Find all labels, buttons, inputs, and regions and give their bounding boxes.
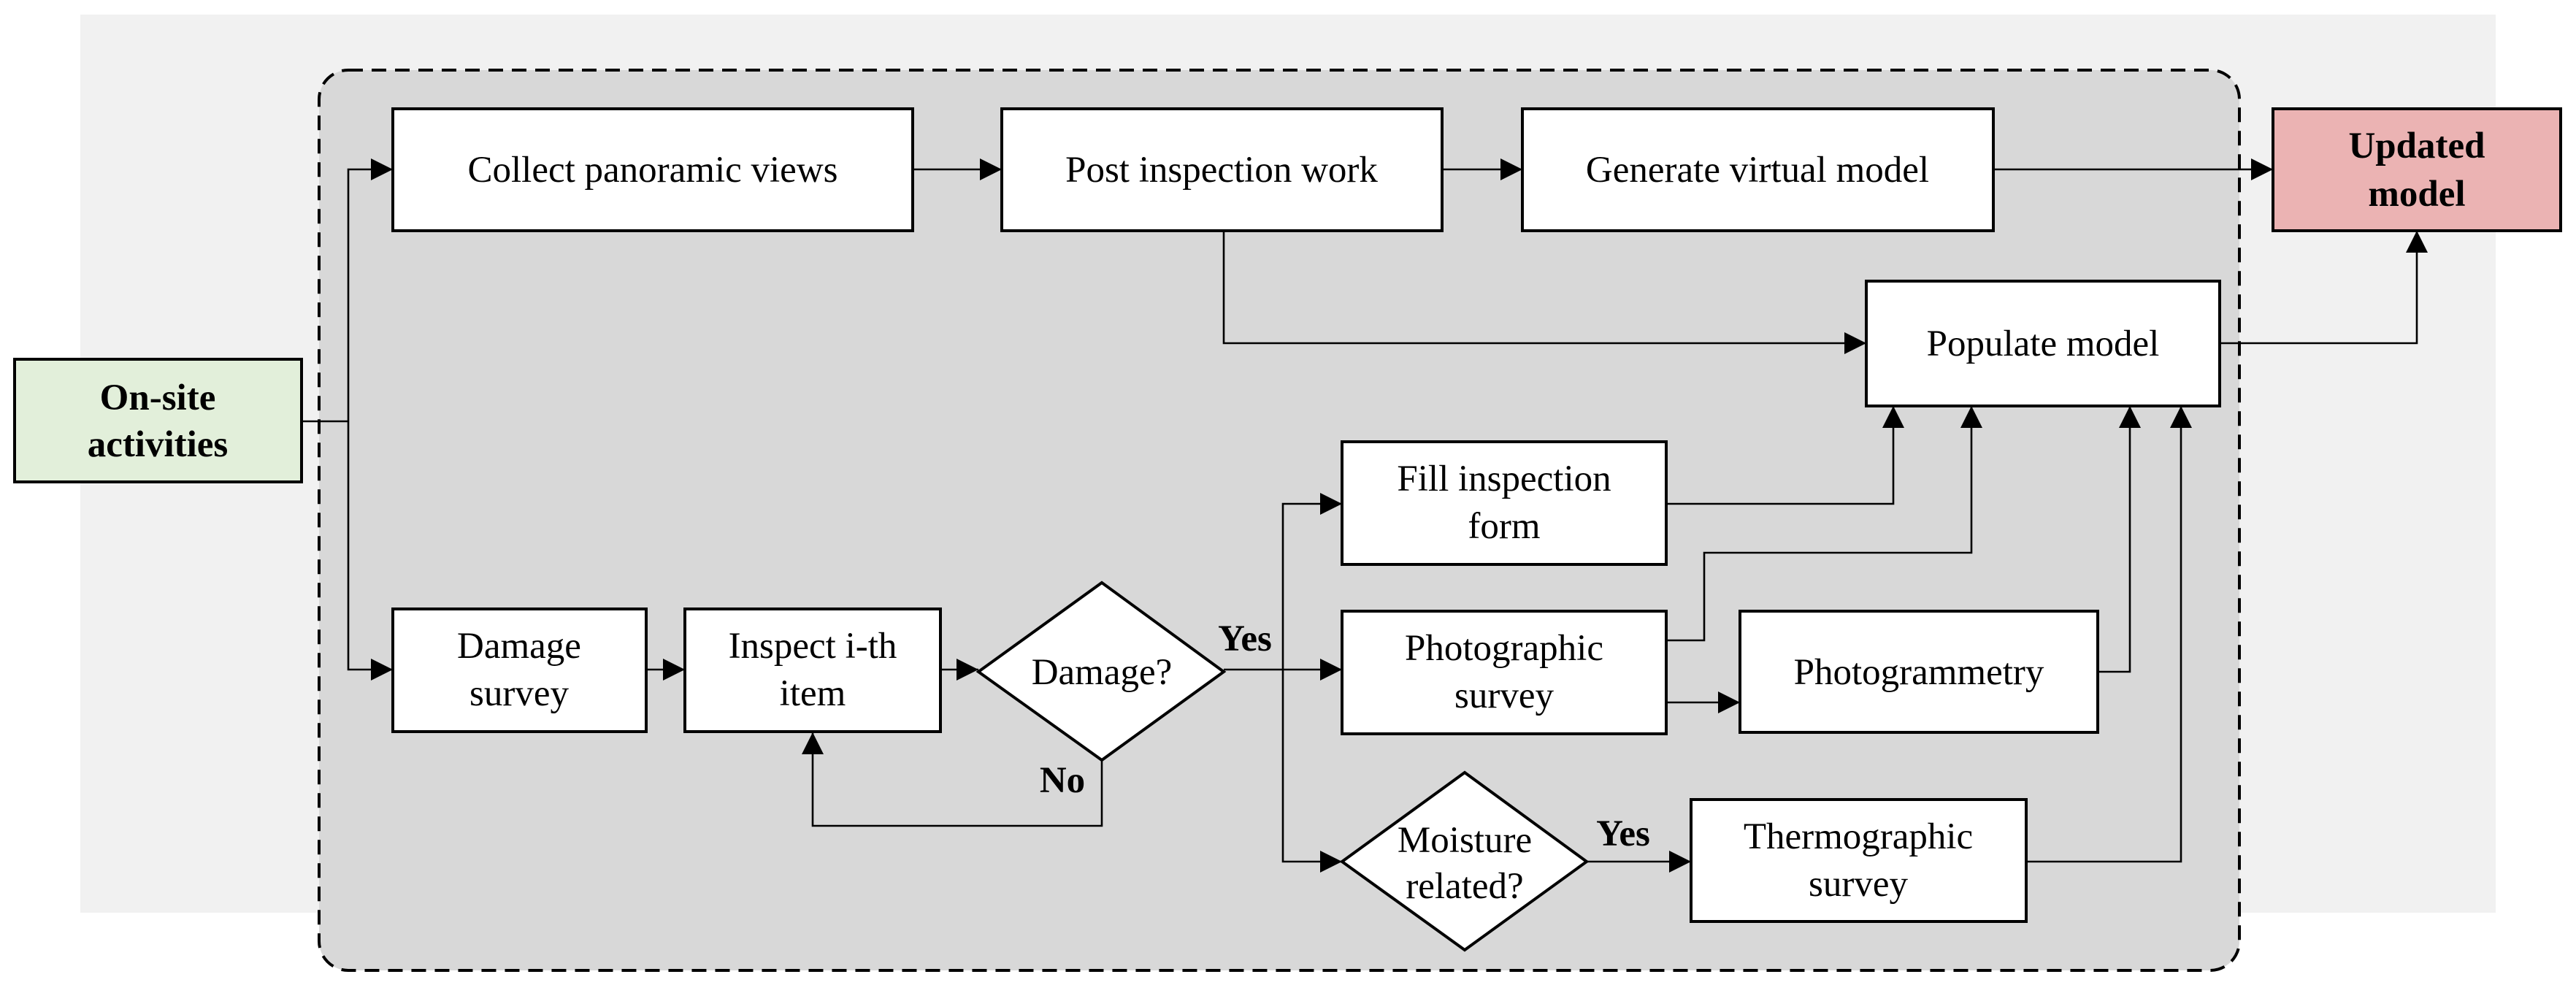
updated-label-line1: Updated — [2348, 126, 2485, 166]
connectors — [302, 158, 2428, 873]
thermo-label-line1: Thermographic — [1744, 816, 1973, 857]
collect-label: Collect panoramic views — [467, 150, 837, 191]
node-populate-model: Populate model — [1865, 280, 2221, 407]
thermo-label-line2: survey — [1809, 864, 1908, 905]
edge-damageq-no-loop — [802, 732, 1103, 827]
inspect-label-line1: Inspect i-th — [729, 626, 897, 667]
fill-label-line2: form — [1468, 506, 1540, 547]
edge-split-collect — [347, 158, 393, 421]
node-damage-decision: Damage? — [975, 580, 1227, 762]
populate-label: Populate model — [1927, 323, 2160, 364]
node-photographic-survey: Photographic survey — [1341, 610, 1668, 735]
moisture-label-line2: related? — [1406, 866, 1523, 907]
damage-survey-label-line2: survey — [469, 673, 569, 714]
updated-label-line2: model — [2368, 174, 2465, 215]
node-inspect-item: Inspect i-th item — [683, 608, 942, 733]
photo-label-line1: Photographic — [1405, 628, 1603, 669]
edge-post-populate — [1222, 231, 1866, 354]
moisture-label-line1: Moisture — [1398, 820, 1532, 861]
edge-split-moisture — [1281, 670, 1342, 873]
edge-label-yes-damage: Yes — [1218, 618, 1272, 659]
edge-photogrammetry-populate — [2098, 406, 2141, 673]
photogrammetry-label: Photogrammetry — [1794, 652, 2044, 693]
process-group — [318, 69, 2241, 972]
damage-survey-label-line1: Damage — [457, 626, 581, 667]
node-collect-panoramic-views: Collect panoramic views — [391, 107, 914, 232]
edge-thermo-populate — [2026, 406, 2192, 863]
edge-split-fill — [1281, 493, 1342, 670]
onsite-label-line1: On-site — [100, 377, 216, 418]
edge-split-damage-survey — [347, 421, 393, 681]
damage-decision-label: Damage? — [1032, 652, 1173, 693]
node-fill-inspection-form: Fill inspection form — [1341, 440, 1668, 566]
node-photogrammetry: Photogrammetry — [1739, 610, 2099, 734]
photo-label-line2: survey — [1454, 675, 1554, 716]
post-label: Post inspection work — [1065, 150, 1378, 191]
edge-photo-populate — [1666, 406, 1982, 642]
node-moisture-decision: Moisture related? — [1339, 770, 1590, 952]
generate-label: Generate virtual model — [1586, 150, 1929, 191]
node-updated-model: Updated model — [2272, 107, 2562, 232]
node-thermographic-survey: Thermographic survey — [1690, 798, 2028, 923]
node-onsite-activities: On-site activities — [13, 358, 303, 483]
inspect-label-line2: item — [780, 673, 846, 714]
node-generate-virtual-model: Generate virtual model — [1521, 107, 1995, 232]
edge-populate-updated — [2220, 231, 2428, 345]
edge-label-yes-moisture: Yes — [1596, 813, 1650, 854]
edge-fill-populate — [1666, 406, 1904, 505]
edge-label-no-damage: No — [1040, 760, 1085, 801]
fill-label-line1: Fill inspection — [1397, 459, 1611, 499]
onsite-label-line2: activities — [88, 424, 229, 465]
node-damage-survey: Damage survey — [391, 608, 648, 733]
node-post-inspection-work: Post inspection work — [1000, 107, 1444, 232]
